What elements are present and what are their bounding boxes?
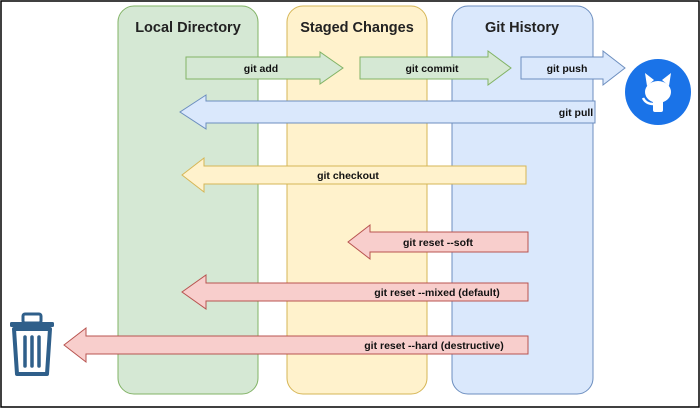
arrow-git-reset-mixed: git reset --mixed (default): [181, 274, 529, 310]
github-icon-octocat: [641, 73, 671, 112]
arrow-git-push-shape: [520, 49, 626, 87]
arrow-git-commit-label: git commit: [405, 63, 459, 75]
arrow-git-checkout-label: git checkout: [317, 170, 379, 182]
arrow-git-reset-hard-label: git reset --hard (destructive): [364, 340, 503, 352]
column-git-history-title: Git History: [485, 20, 559, 36]
column-local-directory-title: Local Directory: [135, 20, 241, 36]
arrow-git-add-label: git add: [244, 63, 278, 75]
arrow-git-reset-soft: git reset --soft: [347, 223, 529, 261]
arrow-git-commit: git commit: [359, 50, 512, 86]
arrow-git-reset-mixed-shape: [181, 274, 529, 310]
arrow-git-add: git add: [185, 51, 344, 85]
arrow-git-reset-soft-label: git reset --soft: [403, 237, 474, 249]
arrow-git-pull-label: git pull: [559, 107, 593, 119]
arrow-git-commit-shape: [359, 50, 512, 86]
arrow-git-push-label: git push: [547, 63, 588, 75]
arrow-git-reset-hard: git reset --hard (destructive): [63, 326, 529, 364]
trash-icon-handle: [21, 312, 43, 325]
trash-icon: [10, 312, 54, 376]
arrow-git-checkout: git checkout: [181, 156, 527, 194]
column-staged-changes-title: Staged Changes: [300, 20, 414, 36]
arrow-git-pull: git pull: [179, 94, 596, 130]
trash-icon-body: [12, 327, 52, 376]
arrow-git-reset-soft-shape: [347, 223, 529, 261]
arrow-git-checkout-shape: [181, 156, 527, 194]
github-icon: [625, 59, 691, 125]
arrow-git-push: git push: [520, 49, 626, 87]
arrow-git-add-shape: [185, 51, 344, 85]
arrow-git-reset-mixed-label: git reset --mixed (default): [374, 287, 499, 299]
arrow-git-pull-shape: [179, 94, 596, 130]
arrow-git-reset-hard-shape: [63, 326, 529, 364]
